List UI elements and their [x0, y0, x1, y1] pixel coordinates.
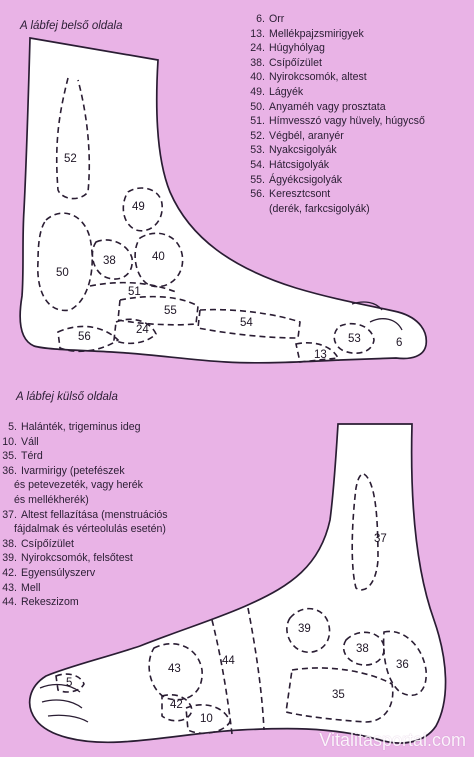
zone-10 [185, 704, 231, 735]
zone-53 [333, 322, 375, 354]
zone-44-line [211, 619, 233, 735]
zone-13 [295, 342, 340, 363]
label-24: 24 [136, 324, 149, 336]
zone-43 [148, 643, 203, 701]
legend-item: 44.Rekeszizom [2, 596, 79, 609]
legend-item: 40.Nyirokcsomók, altest [250, 71, 367, 84]
legend-item-sub: és mellékherék) [14, 493, 89, 506]
zone-44-line-2 [247, 607, 265, 731]
legend-item: 42.Egyensúlyszerv [2, 566, 96, 579]
legend-item: 39.Nyirokcsomók, felsőtest [2, 552, 133, 565]
inner-foot-diagram: 52 49 50 38 40 51 55 54 24 56 53 6 13 [19, 36, 428, 364]
legend-item: 36.Ivarmirigy (petefészek [2, 464, 125, 477]
label-54: 54 [240, 317, 253, 329]
zone-56 [57, 325, 120, 353]
outer-foot-outline [28, 423, 447, 744]
legend-item: 49.Lágyék [250, 85, 304, 98]
zone-49 [122, 187, 163, 232]
legend-item: 24.Húgyhólyag [250, 42, 325, 55]
label-55: 55 [164, 305, 177, 317]
legend-item: 38.Csípőízület [250, 56, 322, 69]
legend-item-sub: (derék, farkcsigolyák) [269, 202, 370, 215]
inner-toe-crease-2 [351, 301, 383, 311]
legend-item: 35.Térd [2, 450, 43, 463]
label-53: 53 [348, 333, 361, 345]
label-49: 49 [132, 201, 145, 213]
zone-52 [55, 77, 91, 200]
label-6: 6 [396, 337, 402, 349]
label-10: 10 [200, 713, 213, 725]
legend-item: 55.Ágyékcsigolyák [250, 173, 343, 186]
legend-item: 52.Végbél, aranyér [250, 129, 344, 142]
legend-item-sub: és petevezeték, vagy herék [14, 479, 143, 492]
zone-24 [113, 318, 157, 345]
zone-38 [91, 239, 133, 280]
legend-item: 51.Hímvesszó vagy hüvely, húgycső [250, 115, 425, 128]
label-40: 40 [152, 251, 165, 263]
legend-item: 5.Halánték, trigeminus ideg [8, 421, 141, 433]
zone-40 [134, 232, 184, 288]
legend-item-sub: fájdalmak és vérteolulás esetén) [14, 523, 166, 536]
zone-39 [286, 607, 331, 653]
legend-item: 50.Anyaméh vagy prosztata [250, 100, 386, 113]
label-35: 35 [332, 689, 345, 701]
zone-54 [197, 308, 301, 339]
outer-toe-crease-3 [47, 714, 89, 723]
label-43: 43 [168, 663, 181, 675]
legend-item: 6.Orr [256, 13, 285, 25]
label-42: 42 [170, 699, 183, 711]
label-50: 50 [56, 267, 69, 279]
label-39: 39 [298, 623, 311, 635]
legend-item: 37.Altest fellazítása (menstruációs [2, 508, 168, 521]
zone-5 [55, 673, 85, 693]
label-44: 44 [222, 655, 235, 667]
label-51: 51 [128, 286, 141, 298]
legend-item: 13.Mellékpajzsmirigyek [250, 27, 364, 40]
site-watermark: Vitalitasportal.com [319, 730, 466, 750]
label-13: 13 [314, 349, 327, 361]
legend-item: 38.Csípőízület [2, 537, 74, 550]
legend-item: 56.Keresztcsont [250, 188, 331, 201]
label-38: 38 [103, 255, 116, 267]
legend-item: 54.Hátcsigolyák [250, 158, 330, 171]
inner-foot-title: A lábfej belső oldala [20, 20, 123, 32]
zone-38 [342, 631, 385, 666]
zone-37 [351, 473, 379, 591]
legend-item: 53.Nyakcsigolyák [250, 144, 337, 157]
zone-51-line [89, 281, 177, 293]
inner-foot-outline [19, 36, 428, 364]
zone-42 [161, 694, 193, 722]
inner-foot-legend: 6.Orr 13.Mellékpajzsmirigyek 24.Húgyhóly… [236, 12, 425, 216]
inner-toe-crease [369, 318, 403, 331]
label-36: 36 [396, 659, 409, 671]
label-52: 52 [64, 153, 77, 165]
label-56: 56 [78, 331, 91, 343]
outer-foot-diagram: 37 39 38 36 35 44 43 42 10 5 [28, 423, 447, 744]
outer-toe-crease-2 [41, 699, 83, 709]
outer-foot-legend: 5.Halánték, trigeminus ideg 10.Váll 35.T… [0, 420, 168, 610]
legend-item: 43.Mell [2, 581, 41, 594]
outer-foot-title: A lábfej külső oldala [16, 391, 118, 403]
label-37: 37 [374, 533, 387, 545]
label-5: 5 [66, 677, 72, 689]
legend-item: 10.Váll [2, 435, 39, 448]
label-38-outer: 38 [356, 643, 369, 655]
